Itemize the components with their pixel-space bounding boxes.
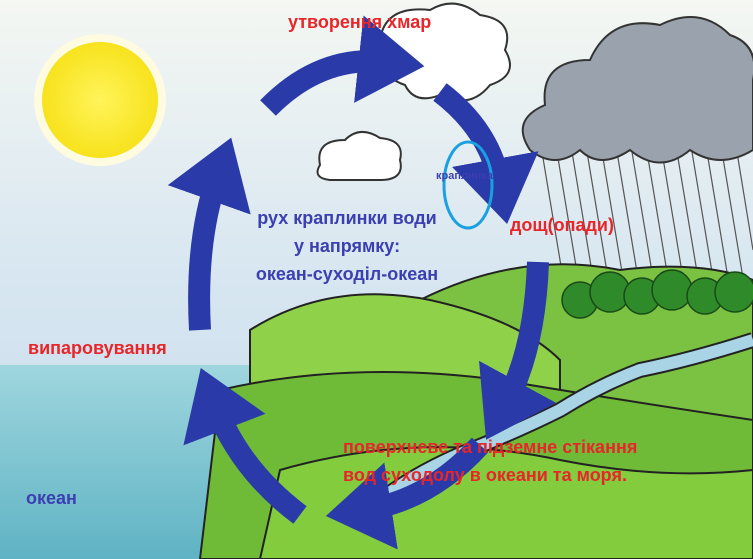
sun (34, 34, 166, 166)
center-caption: рух краплинки води у напрямку: океан-сух… (232, 204, 462, 288)
arrow-rain-to-land (479, 261, 557, 440)
arrow-evaporation-up (167, 137, 251, 331)
center-line-1: рух краплинки води (257, 208, 437, 228)
center-line-3: океан-суходіл-океан (255, 264, 439, 284)
arrow-land-to-ocean (325, 437, 489, 550)
label-droplet: краплинка (436, 170, 494, 182)
center-line-2: у напрямку: (293, 236, 401, 256)
arrow-ocean-to-evaporation (183, 368, 307, 524)
label-cloud-formation: утворення хмар (288, 12, 432, 32)
label-ocean: океан (26, 488, 77, 508)
trees (561, 269, 753, 319)
rain-cloud (521, 16, 753, 164)
river (375, 332, 753, 507)
label-rain: дощ(опади) (510, 215, 614, 235)
rain (539, 139, 753, 291)
label-runoff-line1: поверхневе та підземне стікання (343, 437, 638, 457)
cycle-arrows (167, 15, 557, 550)
droplet-highlight-ellipse (442, 140, 494, 230)
arrow-evaporation-to-clouds (260, 15, 425, 116)
arrow-clouds-to-rain (433, 83, 539, 224)
label-runoff-line2: вод суходолу в океани та моря. (343, 465, 627, 485)
label-evaporation: випаровування (28, 338, 167, 358)
